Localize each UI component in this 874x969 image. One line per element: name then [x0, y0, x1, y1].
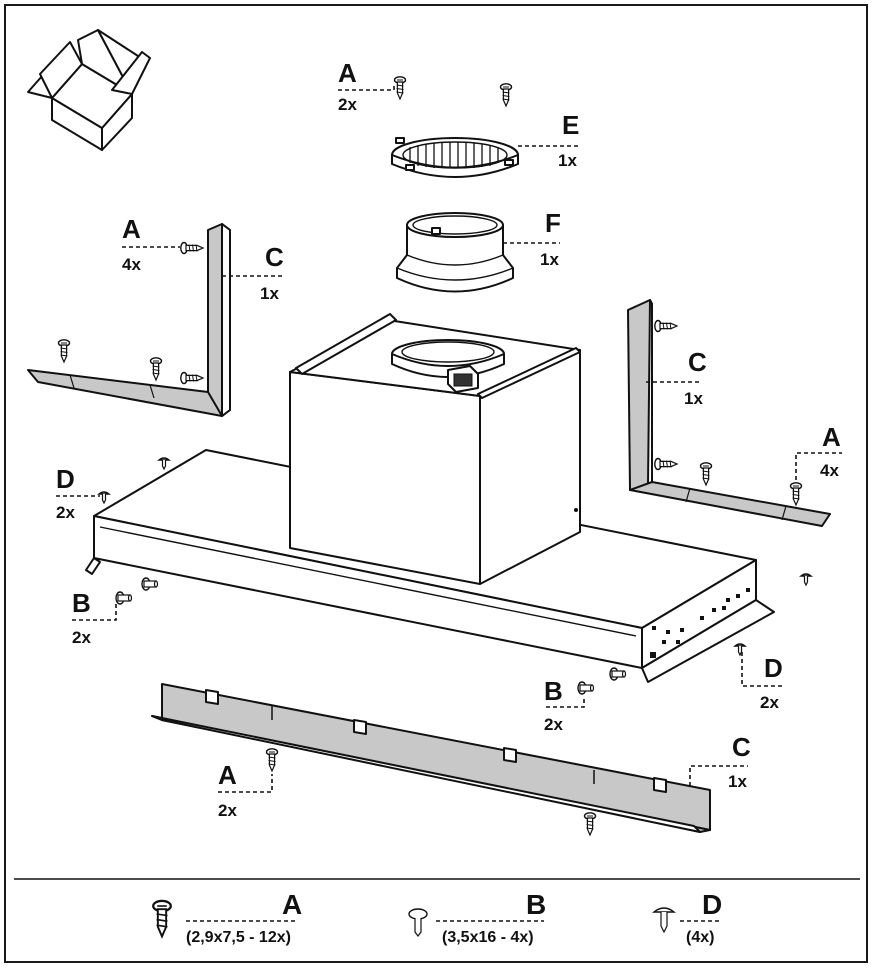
callout-letter-b-left: B — [72, 588, 91, 618]
legend-item-a: A (2,9x7,5 - 12x) — [152, 889, 302, 946]
callout-letter-c-bottom: C — [732, 732, 751, 762]
screw-b-left-1 — [115, 591, 133, 605]
screw-a-bottom-2 — [583, 812, 597, 836]
callout-letter-a-top: A — [338, 58, 357, 88]
callout-qty-b-right: 2x — [544, 715, 563, 734]
screw-a-right-3 — [699, 462, 713, 486]
legend-desc-b: (3,5x16 - 4x) — [442, 929, 534, 946]
screw-a-left-1 — [180, 241, 204, 255]
grille-ring-e — [391, 137, 519, 178]
rivet-d-left-1 — [158, 457, 170, 470]
legend-letter-d: D — [702, 889, 722, 920]
legend-letter-b: B — [526, 889, 546, 920]
legend-letter-a: A — [282, 889, 302, 920]
callout-leader-a-bottom — [218, 774, 273, 793]
callout-qty-e: 1x — [558, 151, 577, 170]
callout-qty-d-left: 2x — [56, 503, 75, 522]
callout-leader-b-right — [546, 696, 585, 708]
callout-letter-c-right: C — [688, 347, 707, 377]
screw-b-right-1 — [577, 681, 595, 695]
callout-qty-c-right: 1x — [684, 389, 703, 408]
callout-qty-a-bottom: 2x — [218, 801, 237, 820]
diagram-frame — [4, 4, 868, 963]
legend-item-d: D (4x) — [652, 889, 722, 946]
callout-qty-a-right: 4x — [820, 461, 839, 480]
callout-letter-a-bottom: A — [218, 760, 237, 790]
screw-b-right-2 — [609, 667, 627, 681]
side-bracket-left-c — [27, 223, 231, 417]
legend-item-b: B (3,5x16 - 4x) — [408, 889, 546, 946]
callout-letter-a-right: A — [822, 422, 841, 452]
screw-a-left-4 — [180, 371, 204, 385]
screw-a-left-2 — [57, 339, 71, 363]
wood-screw-icon — [152, 899, 172, 938]
callout-letter-b-right: B — [544, 676, 563, 706]
packaging-box-icon — [27, 29, 151, 151]
screw-a-right-2 — [654, 457, 678, 471]
plastic-rivet-icon — [652, 907, 676, 934]
callout-letter-d-left: D — [56, 464, 75, 494]
callout-leader-b-left — [72, 604, 117, 621]
callout-qty-c-bottom: 1x — [728, 772, 747, 791]
callout-qty-a-left: 4x — [122, 255, 141, 274]
callout-letter-d-right: D — [764, 653, 783, 683]
duct-collar-f — [396, 212, 514, 293]
hood-body — [85, 313, 775, 683]
side-bracket-right-c — [627, 299, 831, 527]
screw-b-left-2 — [141, 577, 159, 591]
rivet-d-right-2 — [734, 643, 746, 656]
mushroom-screw-icon — [408, 908, 428, 937]
callout-qty-c-left: 1x — [260, 284, 279, 303]
legend-desc-a: (2,9x7,5 - 12x) — [186, 929, 291, 946]
wall-bracket-bottom-c — [151, 683, 711, 833]
screw-a-left-3 — [149, 357, 163, 381]
callout-leader-a-top — [338, 84, 395, 91]
callout-leader-a-right — [795, 452, 842, 480]
callout-letter-f: F — [545, 208, 561, 238]
rivet-d-right-1 — [800, 573, 812, 586]
callout-qty-f: 1x — [540, 250, 559, 269]
callout-leader-c-bottom — [689, 765, 748, 786]
callout-qty-d-right: 2x — [760, 693, 779, 712]
legend-desc-d: (4x) — [686, 929, 714, 946]
callout-qty-a-top: 2x — [338, 95, 357, 114]
callout-letter-c-left: C — [265, 242, 284, 272]
screw-a-top-1 — [393, 76, 407, 100]
screw-a-bottom-1 — [265, 748, 279, 772]
callout-qty-b-left: 2x — [72, 628, 91, 647]
callout-letter-e: E — [562, 110, 579, 140]
rivet-d-left-2 — [98, 491, 110, 504]
screw-a-top-2 — [499, 83, 513, 107]
callout-letter-a-left: A — [122, 214, 141, 244]
screw-a-right-4 — [789, 482, 803, 506]
screw-a-right-1 — [654, 319, 678, 333]
